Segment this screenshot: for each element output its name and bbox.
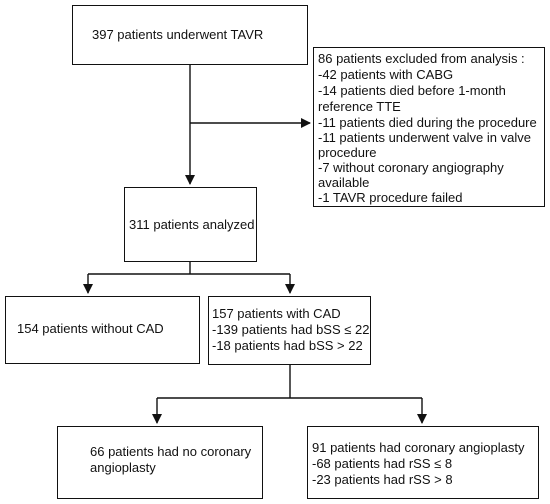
box-without-cad [5,296,200,364]
box-angioplasty [307,426,539,499]
excluded-line: reference TTE [318,99,401,114]
box-analyzed [124,187,257,262]
cad-line: -139 patients had bSS ≤ 22 [212,322,370,337]
angioplasty-title: 91 patients had coronary angioplasty [312,440,525,455]
no-angioplasty-line2: angioplasty [90,460,156,475]
angioplasty-line: -23 patients had rSS > 8 [312,472,453,487]
box-without-cad-text: 154 patients without CAD [17,321,164,336]
box-analyzed-text: 311 patients analyzed [129,217,255,232]
excluded-line: -11 patients underwent valve in valve [318,130,531,145]
box-with-cad [208,296,371,365]
excluded-line: -11 patients died during the procedure [318,115,537,130]
excluded-title: 86 patients excluded from analysis : [318,51,525,66]
no-angioplasty-line1: 66 patients had no coronary [90,444,252,459]
excluded-line: -42 patients with CABG [318,67,454,82]
excluded-line: procedure [318,145,377,160]
excluded-line: -7 without coronary angiography [318,160,504,175]
box-underwent-tavr [72,5,308,65]
box-excluded [313,47,545,207]
cad-line: -18 patients had bSS > 22 [212,338,363,353]
box-no-angioplasty [57,426,263,499]
box-underwent-tavr-text: 397 patients underwent TAVR [92,27,264,42]
excluded-line: available [318,175,370,190]
excluded-line: -1 TAVR procedure failed [318,190,463,205]
cad-title: 157 patients with CAD [212,306,341,321]
angioplasty-line: -68 patients had rSS ≤ 8 [312,456,453,471]
excluded-line: -14 patients died before 1-month [318,83,506,98]
